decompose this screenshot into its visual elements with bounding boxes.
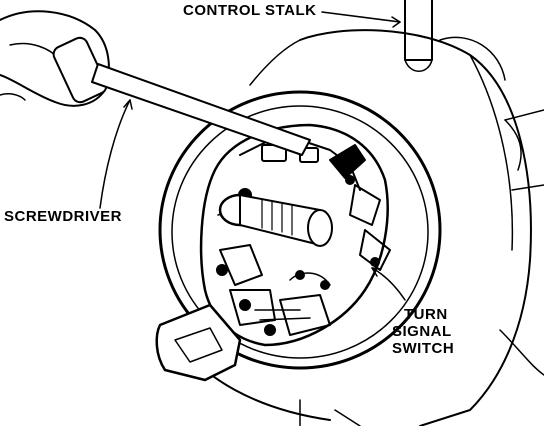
steering-shaft	[218, 193, 333, 247]
label-control-stalk: CONTROL STALK	[183, 2, 317, 19]
screwdriver	[91, 63, 311, 156]
switch-well	[158, 90, 442, 370]
label-turn: TURN	[404, 306, 448, 323]
column-housing	[299, 29, 532, 426]
control-stalk	[404, 0, 433, 61]
leader-screwdriver	[99, 99, 131, 209]
leader-control-stalk	[321, 11, 401, 23]
label-signal: SIGNAL	[392, 323, 452, 340]
turn-signal-switch-mechanism	[199, 123, 391, 347]
leader-turn-signal-switch	[371, 267, 406, 301]
connector	[155, 303, 242, 382]
label-screwdriver: SCREWDRIVER	[4, 208, 123, 225]
label-turn-signal-switch: TURN SIGNAL SWITCH	[392, 306, 454, 357]
label-switch: SWITCH	[392, 340, 455, 357]
